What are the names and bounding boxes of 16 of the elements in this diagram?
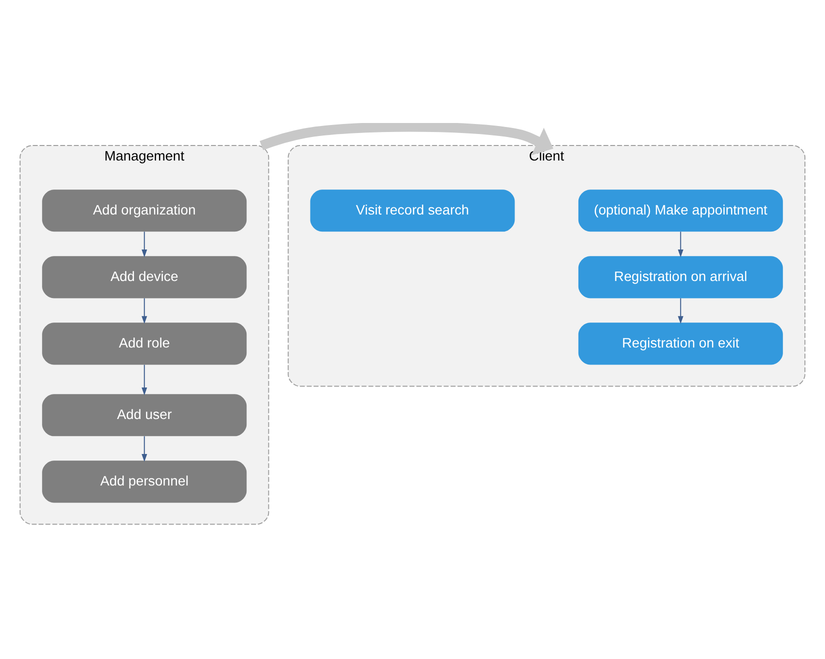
node-box: Add organization bbox=[42, 190, 247, 232]
node-box: Add personnel bbox=[42, 460, 247, 503]
arrow bbox=[142, 231, 148, 258]
node-box: Registration on exit bbox=[578, 322, 783, 365]
node-box: Add user bbox=[42, 394, 247, 436]
node-box: (optional) Make appointment bbox=[578, 190, 783, 232]
arrow bbox=[142, 298, 148, 324]
node-box: Registration on arrival bbox=[578, 256, 783, 298]
arrow bbox=[260, 123, 554, 156]
node-box: Visit record search bbox=[310, 190, 515, 232]
arrow bbox=[142, 364, 148, 396]
arrow bbox=[678, 231, 684, 258]
arrow bbox=[678, 298, 684, 324]
node-box: Add role bbox=[42, 322, 247, 365]
arrow bbox=[142, 436, 148, 462]
node-box: Add device bbox=[42, 256, 247, 298]
